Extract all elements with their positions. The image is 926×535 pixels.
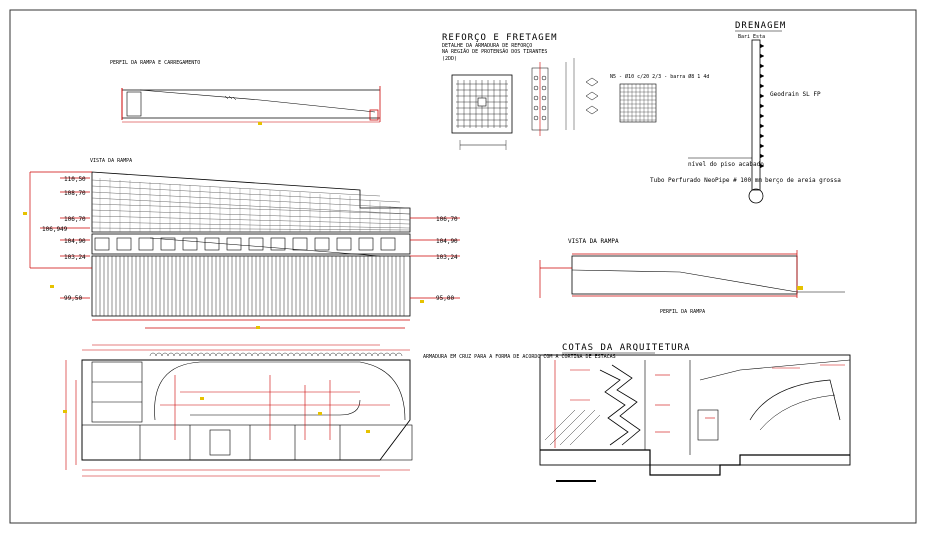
reinforcement-subtitle: (2DD) [442, 56, 457, 62]
level-label: 110,50 [64, 176, 86, 183]
reinforcement-subtitle: NA REGIÃO DE PROTENSÃO DOS TIRANTES [442, 48, 547, 55]
level-label: 106,949 [42, 226, 68, 233]
level-label: 104,90 [64, 238, 86, 245]
ramp-profile-title: PERFIL DA RAMPA E CARREGAMENTO [110, 60, 200, 66]
sheet-frame [9, 9, 917, 524]
ramp-view-left-title: VISTA DA RAMPA [90, 158, 132, 164]
ramp-view-right-title: VISTA DA RAMPA [568, 238, 619, 245]
reinforcement-detail: REFORÇO E FRETAGEM DETALHE DA ARMADURA D… [442, 33, 709, 150]
level-label: 108,70 [64, 190, 86, 197]
level-label: 95,00 [436, 295, 454, 302]
reinforcement-subtitle: DETALHE DA ARMADURA DE REFORÇO [442, 43, 532, 49]
level-label: 104,90 [436, 238, 458, 245]
ramp-profile-drawing: PERFIL DA RAMPA E CARREGAMENTO [110, 60, 381, 125]
architecture-section: COTAS DA ARQUITETURA [539, 343, 851, 482]
rebar-note: N5 - Ø10 c/20 2/3 - barra Ø8 1 4d [610, 73, 709, 80]
drainage-gravel-label: berço de areia grossa [765, 177, 841, 184]
level-label: 103,24 [64, 254, 86, 261]
drainage-detail: DRENAGEM Bari Esta Geodrain SL FP nível … [650, 21, 841, 204]
plan-note: ARMADURA EM CRUZ PARA A FORMA DE ACORDO … [423, 354, 616, 360]
drainage-geodrain-label: Geodrain SL FP [770, 91, 821, 98]
level-label: 99,50 [64, 295, 82, 302]
level-label: 106,70 [64, 216, 86, 223]
level-label: 103,24 [436, 254, 458, 261]
ramp-profile-small-title: PERFIL DA RAMPA [660, 309, 705, 315]
drainage-title: DRENAGEM [735, 21, 786, 31]
drainage-level-label: nível do piso acabado [688, 161, 764, 168]
level-label: 106,70 [436, 216, 458, 223]
floor-plan: ARMADURA EM CRUZ PARA A FORMA DE ACORDO … [63, 344, 616, 477]
drainage-pipe-label: Tubo Perfurado NeoPipe # 100 mm [650, 177, 762, 184]
drainage-top-label: Bari Esta [738, 34, 765, 40]
architecture-title: COTAS DA ARQUITETURA [562, 343, 690, 353]
ramp-view-right: VISTA DA RAMPA PERFIL DA RAMPA [539, 238, 845, 315]
reinforcement-title: REFORÇO E FRETAGEM [442, 33, 558, 43]
wall-elevation: VISTA DA RAMPA [23, 158, 460, 329]
